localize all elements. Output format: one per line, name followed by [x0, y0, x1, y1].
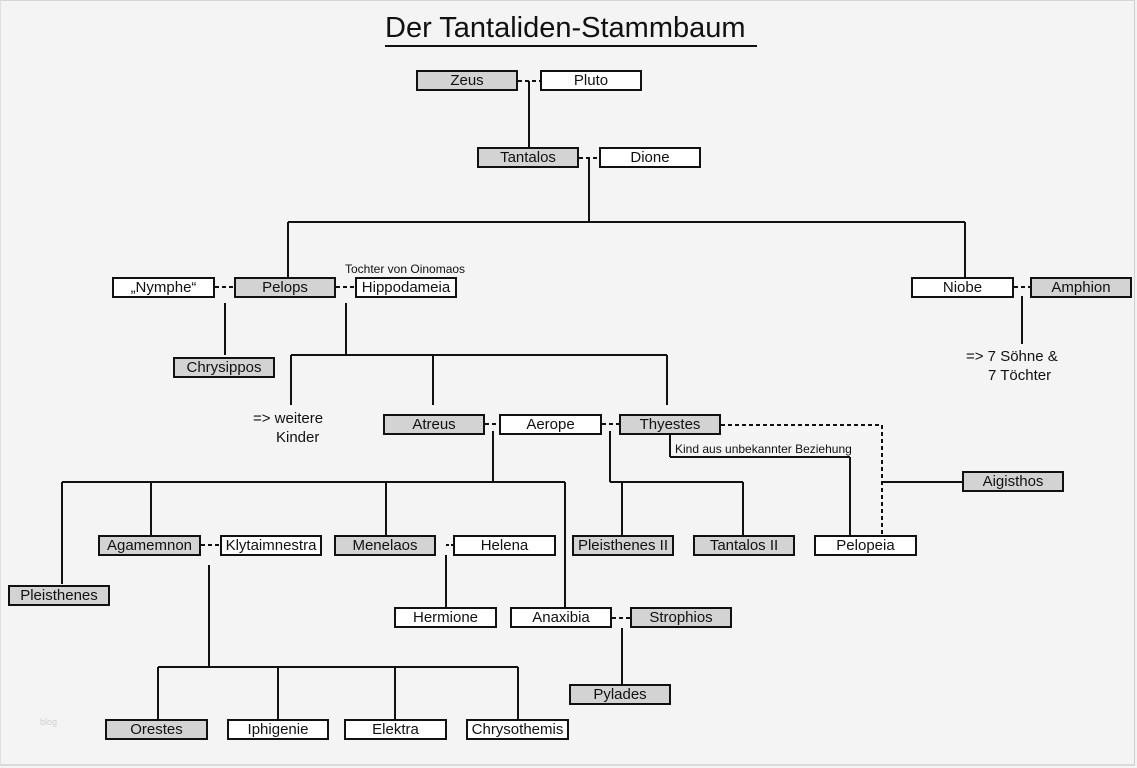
person-chrysothemis: Chrysothemis: [466, 719, 569, 740]
page-title: Der Tantaliden-Stammbaum: [385, 12, 746, 44]
watermark: blog: [40, 717, 58, 727]
person-pleisthenes-ii: Pleisthenes II: [572, 535, 674, 556]
person-hermione: Hermione: [394, 607, 497, 628]
person-niobe: Niobe: [911, 277, 1014, 298]
person-orestes: Orestes: [105, 719, 208, 740]
person-strophios: Strophios: [630, 607, 732, 628]
person-pelopeia: Pelopeia: [814, 535, 917, 556]
person-pylades: Pylades: [569, 684, 671, 705]
person-pelops: Pelops: [234, 277, 336, 298]
person-pluto: Pluto: [540, 70, 642, 91]
person-atreus: Atreus: [383, 414, 485, 435]
person-amphion: Amphion: [1030, 277, 1132, 298]
person-tantalos: Tantalos: [477, 147, 579, 168]
person-hippodameia: Hippodameia: [355, 277, 457, 298]
person-aerope: Aerope: [499, 414, 602, 435]
person-aigisthos: Aigisthos: [962, 471, 1064, 492]
person-nymphe: „Nymphe“: [112, 277, 215, 298]
note-pelops-children: => weitere Kinder: [253, 409, 323, 447]
person-dione: Dione: [599, 147, 701, 168]
note-niobe-children-line1: => 7 Söhne &: [966, 348, 1058, 365]
person-elektra: Elektra: [344, 719, 447, 740]
title-underline: [385, 45, 757, 47]
person-anaxibia: Anaxibia: [510, 607, 612, 628]
person-pleisthenes: Pleisthenes: [8, 585, 110, 606]
person-thyestes: Thyestes: [619, 414, 721, 435]
note-pelops-children-line2: Kinder: [276, 429, 320, 446]
person-tantalos-ii: Tantalos II: [693, 535, 795, 556]
note-thyestes-unknown: Kind aus unbekannter Beziehung: [675, 442, 852, 456]
person-agamemnon: Agamemnon: [98, 535, 201, 556]
person-zeus: Zeus: [416, 70, 518, 91]
note-niobe-children: => 7 Söhne & 7 Töchter: [966, 347, 1058, 385]
person-iphigenie: Iphigenie: [227, 719, 329, 740]
person-menelaos: Menelaos: [334, 535, 436, 556]
person-helena: Helena: [453, 535, 556, 556]
note-niobe-children-line2: 7 Töchter: [988, 367, 1052, 384]
note-hippodameia-origin: Tochter von Oinomaos: [345, 262, 466, 276]
person-klytaimnestra: Klytaimnestra: [220, 535, 322, 556]
note-pelops-children-line1: => weitere: [253, 410, 324, 427]
person-chrysippos: Chrysippos: [173, 357, 275, 378]
